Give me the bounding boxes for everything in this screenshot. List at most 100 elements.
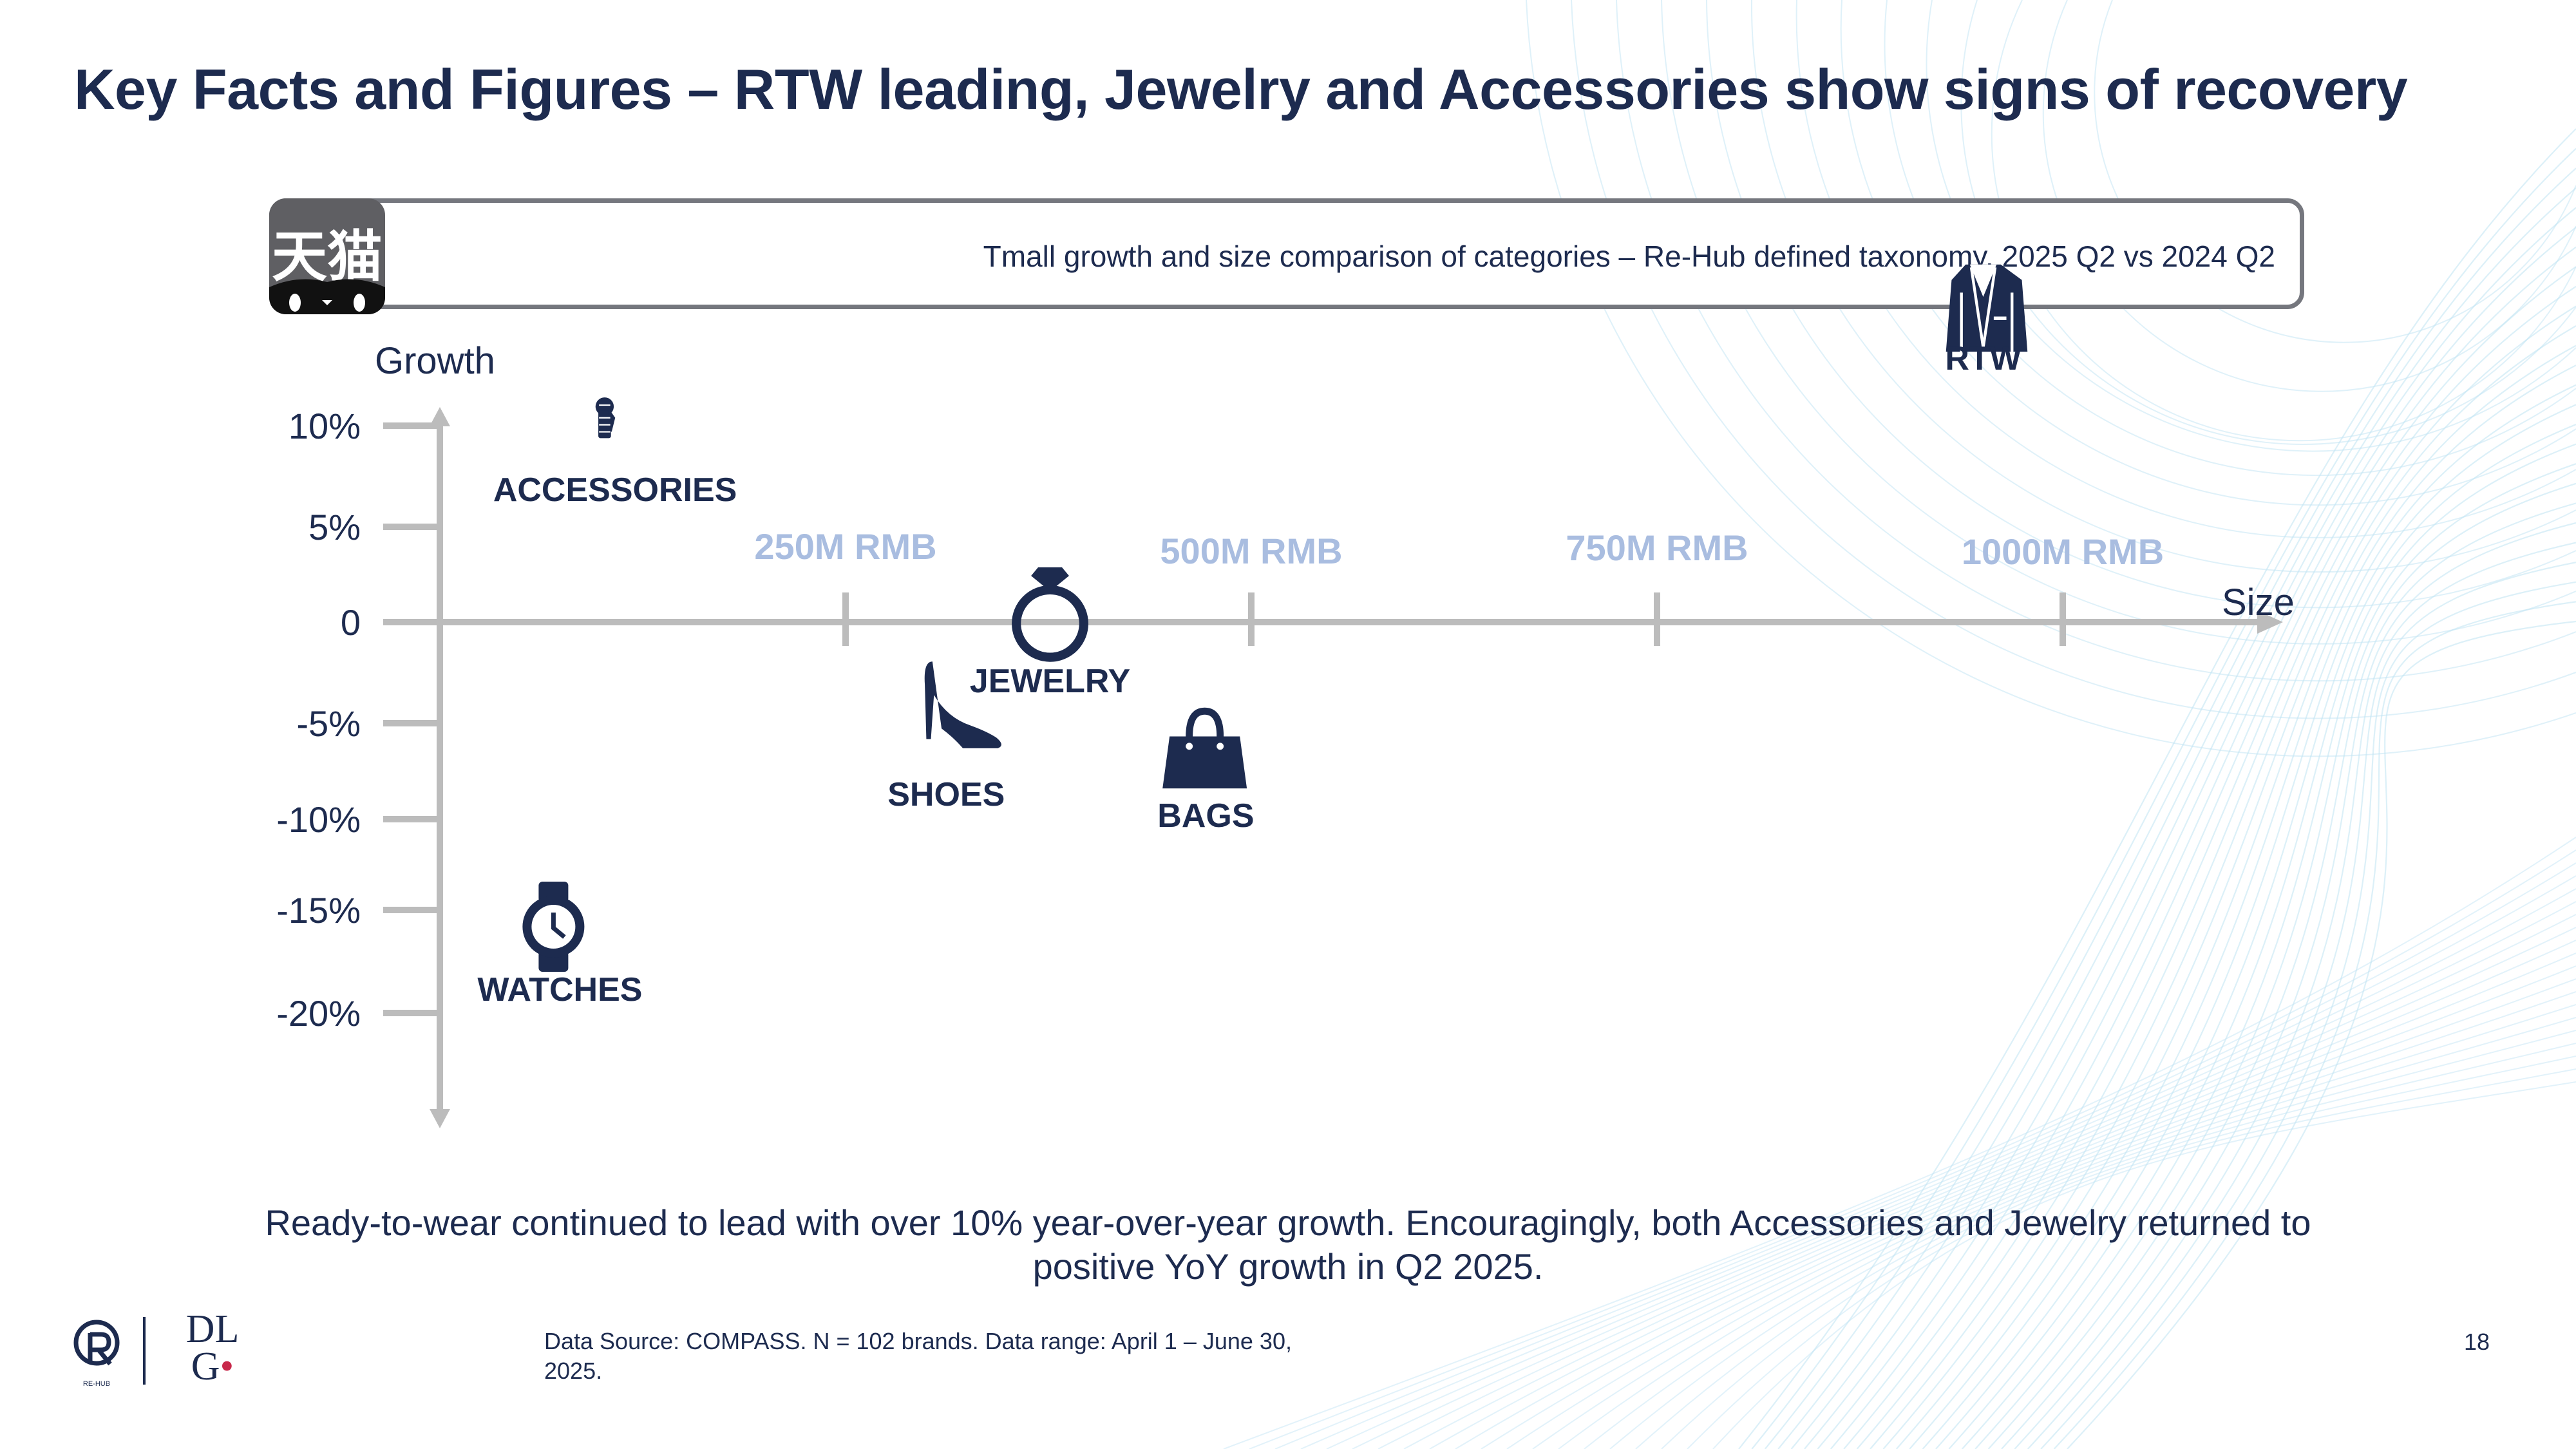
- wave-line: [1584, 1017, 2576, 1449]
- wave-line: [1609, 1030, 2576, 1449]
- wave-line: [1935, 423, 2576, 1449]
- data-point-label: ACCESSORIES: [493, 471, 737, 509]
- y-tick-label: 5%: [308, 507, 361, 547]
- wave-line: [1738, 128, 2576, 1449]
- wave-line: [1429, 940, 2576, 1449]
- tmall-logo-text: 天猫: [272, 225, 383, 289]
- y-axis-arrow-top: [430, 407, 450, 426]
- wave-line: [1830, 266, 2576, 1449]
- wave-line: [1223, 837, 2576, 1449]
- x-tick-label: 500M RMB: [1160, 531, 1342, 571]
- slide-title: Key Facts and Figures – RTW leading, Jew…: [74, 57, 2408, 121]
- wave-arc: [1991, 0, 2576, 442]
- wave-line: [1712, 1081, 2576, 1449]
- chart-axes: [383, 407, 2283, 1128]
- chart-subtitle: Tmall growth and size comparison of cate…: [983, 240, 2275, 273]
- wave-line: [1961, 463, 2576, 1449]
- y-tick-label: -20%: [276, 993, 361, 1034]
- wave-line: [2001, 522, 2576, 1449]
- data-point-rtw: RTW: [1945, 264, 2028, 377]
- wave-line: [1378, 914, 2576, 1449]
- wave-arc: [1706, 0, 2576, 609]
- wave-line: [1352, 901, 2576, 1449]
- wave-line: [1856, 305, 2576, 1449]
- data-point-watches: WATCHES: [477, 882, 642, 1009]
- x-tick-label: 1000M RMB: [1962, 531, 2164, 572]
- wave-line: [2027, 562, 2576, 1449]
- y-tick-label: -10%: [276, 799, 361, 840]
- wave-line: [1532, 991, 2576, 1449]
- wave-line: [1249, 849, 2576, 1449]
- wave-line: [1455, 952, 2576, 1449]
- tmall-logo: 天猫: [269, 198, 385, 314]
- wave-line: [1948, 443, 2576, 1449]
- data-point-label: WATCHES: [477, 971, 642, 1009]
- rehub-logo: RE-HUB: [73, 1320, 120, 1388]
- wave-line: [1751, 147, 2576, 1449]
- handbag-icon: [1162, 707, 1247, 789]
- wave-line: [1300, 875, 2576, 1449]
- wave-line: [1909, 384, 2576, 1449]
- data-source-note: Data Source: COMPASS. N = 102 brands. Da…: [544, 1328, 1292, 1384]
- wave-line: [1777, 187, 2576, 1449]
- scarf-icon: [595, 397, 616, 439]
- wave-line: [1987, 502, 2576, 1449]
- wave-line: [1274, 862, 2576, 1449]
- wave-line: [1687, 1068, 2576, 1449]
- y-axis-label: Growth: [375, 340, 495, 382]
- wave-line: [1506, 978, 2576, 1449]
- x-tick-label: 750M RMB: [1566, 527, 1748, 568]
- wave-arc: [1795, 0, 2576, 538]
- data-point-label: SHOES: [887, 776, 1005, 813]
- y-tick-label: 0: [341, 602, 361, 643]
- wave-arc: [1750, 0, 2576, 573]
- wave-line: [2014, 542, 2576, 1449]
- wave-line: [1326, 888, 2576, 1449]
- wave-line: [1635, 1043, 2576, 1449]
- wave-line: [1403, 927, 2576, 1449]
- wave-line: [1895, 365, 2576, 1449]
- wave-arc: [2042, 0, 2576, 392]
- wave-line: [1975, 482, 2576, 1449]
- wave-arc: [2094, 0, 2576, 343]
- dlg-logo-line2: G•: [177, 1345, 248, 1388]
- rehub-logo-text: RE-HUB: [83, 1380, 110, 1388]
- wave-line: [1481, 965, 2576, 1449]
- chart-header-box: Tmall growth and size comparison of cate…: [269, 198, 2304, 309]
- wave-line: [2053, 601, 2576, 1449]
- slide-caption: Ready-to-wear continued to lead with ove…: [265, 1202, 2311, 1287]
- data-point-label: RTW: [1945, 340, 2022, 377]
- wave-line: [1790, 207, 2576, 1449]
- x-axis-arrow: [2257, 611, 2283, 634]
- wave-line: [1558, 1004, 2576, 1449]
- blazer-icon: [1946, 264, 2028, 352]
- dlg-logo: DL G•: [177, 1307, 248, 1388]
- x-tick-label: 250M RMB: [754, 526, 936, 567]
- data-point-bags: BAGS: [1157, 707, 1255, 835]
- logo-divider: [143, 1317, 146, 1385]
- wave-line: [1764, 167, 2576, 1449]
- chart-points: ACCESSORIES RTW JEWELRY SHOES BAGS WATCHES: [477, 264, 2028, 1009]
- dlg-logo-dot: •: [220, 1345, 234, 1388]
- dlg-logo-line1: DL: [185, 1307, 240, 1351]
- wave-line: [1661, 1056, 2576, 1449]
- watch-icon: [522, 882, 585, 972]
- wave-line: [1804, 227, 2576, 1449]
- y-tick-label: -5%: [296, 703, 361, 744]
- wave-arc: [1840, 0, 2576, 506]
- y-axis-arrow-bottom: [430, 1109, 450, 1128]
- y-tick-label: 10%: [289, 406, 361, 446]
- chart-ticks: 250M RMB 500M RMB 750M RMB 1000M RMB 10% 5% 0 -…: [276, 406, 2164, 1034]
- wave-line: [1817, 246, 2576, 1449]
- data-point-accessories: ACCESSORIES: [493, 397, 737, 509]
- high-heel-icon: [924, 661, 1001, 748]
- tmall-cat-icon: [269, 279, 385, 314]
- wave-arc: [1926, 0, 2576, 452]
- data-point-jewelry: JEWELRY: [970, 567, 1130, 700]
- wave-line: [1843, 285, 2576, 1449]
- data-point-shoes: SHOES: [887, 661, 1005, 813]
- wave-line: [2040, 581, 2576, 1449]
- y-tick-label: -15%: [276, 890, 361, 931]
- wave-arc: [1884, 0, 2576, 477]
- wave-line: [1882, 345, 2576, 1449]
